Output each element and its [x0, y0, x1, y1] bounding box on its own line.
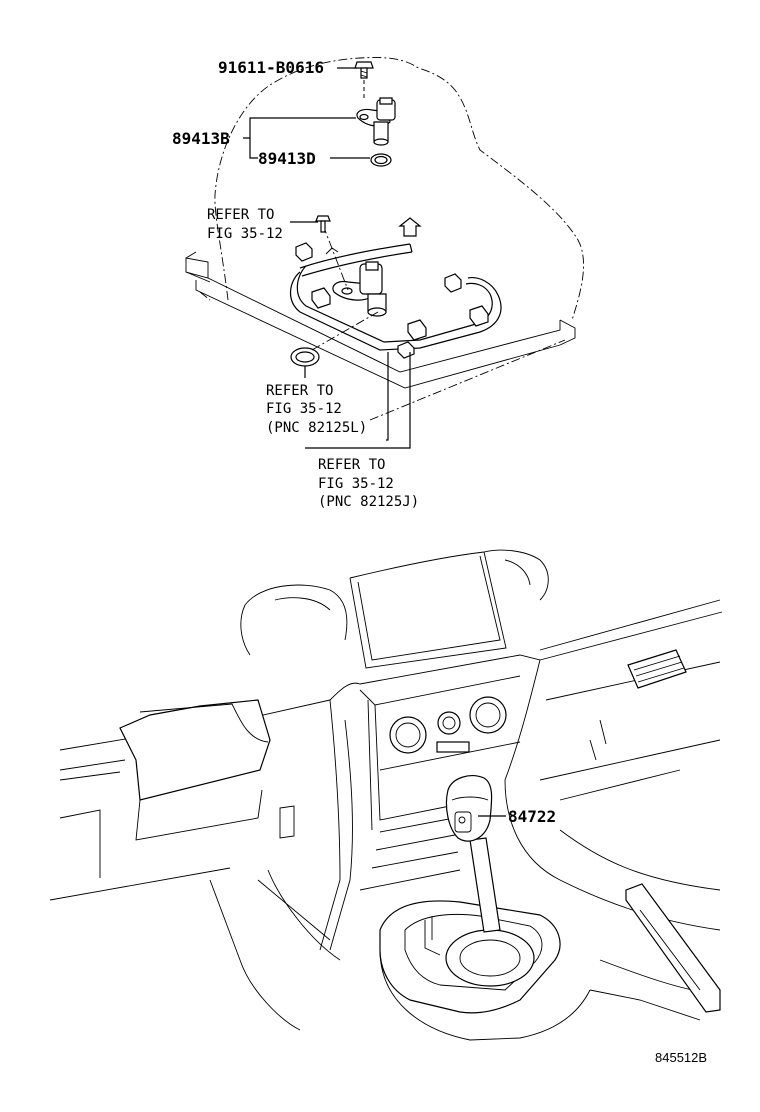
- ref3-line2: FIG 35-12: [318, 476, 394, 492]
- ref1-line2: FIG 35-12: [207, 226, 283, 242]
- figure-code: 845512B: [655, 1050, 707, 1065]
- bolt-install-line: [322, 224, 349, 291]
- ref3-line1: REFER TO: [318, 457, 385, 473]
- dashboard-illustration: [49, 549, 723, 1041]
- wire-harness: [290, 217, 502, 359]
- sensor-89413b-icon: [356, 97, 396, 146]
- ref3-line3: (PNC 82125J): [318, 494, 419, 510]
- leader-lines-top: [243, 67, 411, 449]
- oring-89413d-icon: [370, 153, 392, 167]
- bolt-small: [315, 215, 331, 233]
- label-sensor-89413b: 89413B: [172, 129, 230, 148]
- label-oring-89413d: 89413D: [258, 149, 316, 168]
- transmission-outline: [185, 57, 584, 421]
- oring-install-line: [311, 311, 379, 351]
- shift-knob-84722-icon: [445, 775, 493, 842]
- ref2-line1: REFER TO: [266, 383, 333, 399]
- o-ring-loose: [290, 347, 320, 367]
- bolt-91611-icon: [354, 61, 374, 79]
- label-bolt-91611: 91611-B0616: [218, 58, 324, 77]
- label-shift-lever-84722: 84722: [508, 807, 556, 826]
- ref1-line1: REFER TO: [207, 207, 274, 223]
- ref2-line3: (PNC 82125L): [266, 420, 367, 436]
- ref2-line2: FIG 35-12: [266, 401, 342, 417]
- speed-sensor-installed: [332, 261, 387, 317]
